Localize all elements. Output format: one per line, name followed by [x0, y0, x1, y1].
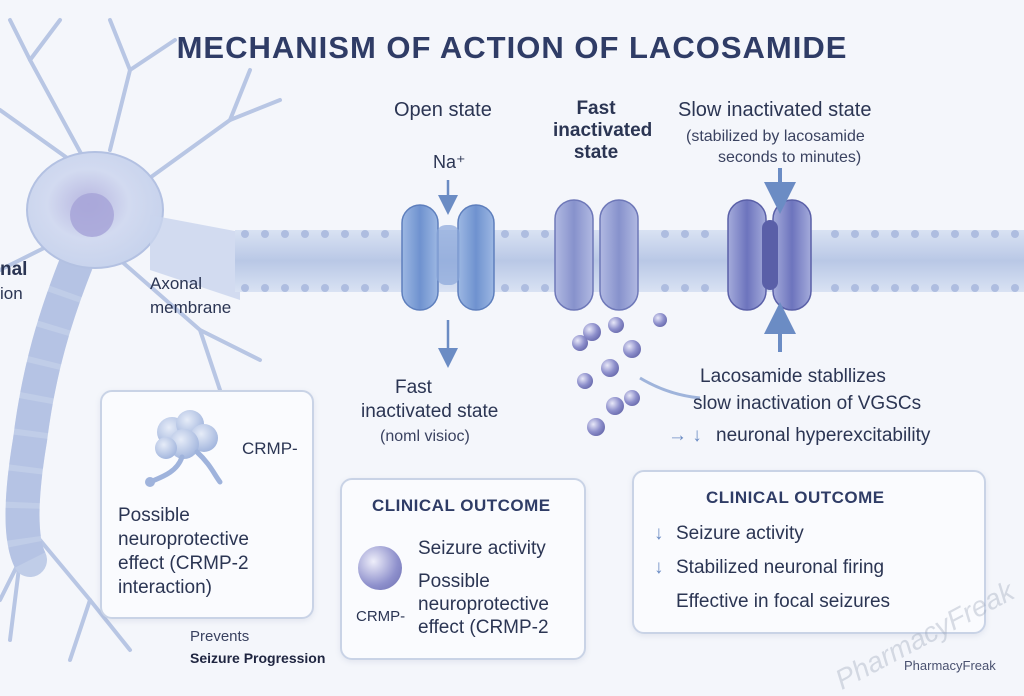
label-fast-line2: inactivated: [553, 120, 653, 141]
prevents-line-2: Seizure Progression: [190, 650, 326, 666]
channel-open: [401, 204, 495, 311]
clinical-right-item-2: Stabilized neuronal firing: [676, 557, 885, 578]
label-open-state: Open state: [394, 99, 492, 121]
crmp-text-2: neuroprotective: [118, 529, 249, 550]
arrow-curve: [639, 376, 701, 400]
clinical-center-item-2c: effect (CRMP-2: [418, 617, 549, 638]
effect-line-2: slow inactivation of VGSCs: [693, 393, 922, 414]
crmp-text-1: Possible: [118, 505, 190, 526]
label-axonal-membrane-1: Axonal: [150, 274, 202, 293]
crmp-protein-icon: [145, 410, 223, 487]
clinical-right-item-1: Seizure activity: [676, 523, 804, 544]
down-arrow-icon: ↓: [654, 557, 664, 578]
effect-line-1: Lacosamide stabllizes: [700, 366, 886, 387]
clinical-outcome-right: CLINICAL OUTCOME ↓ Seizure activity ↓ St…: [632, 470, 986, 634]
clinical-center-crmp-label: CRMP-: [356, 608, 406, 625]
label-sodium-ion: Na⁺: [433, 152, 466, 172]
label-slow-note-1: (stabilized by lacosamide: [686, 128, 865, 145]
label-below-fast-2: inactivated state: [361, 401, 499, 422]
effect-arrow: → ↓: [668, 425, 702, 446]
label-axonal-membrane-2: membrane: [150, 298, 232, 317]
clinical-right-title: CLINICAL OUTCOME: [706, 488, 885, 507]
label-below-fast-1: Fast: [395, 377, 432, 398]
lacosamide-molecule-icon: [358, 546, 402, 590]
membrane-lipid-heads-top: [241, 230, 1019, 238]
label-fast-line3: state: [573, 142, 619, 163]
label-slow-note-2: seconds to minutes): [718, 149, 862, 166]
crmp-text-3: effect (CRMP-2: [118, 553, 249, 574]
channel-fast-inactivated: [554, 199, 639, 311]
clinical-center-item-2a: Possible: [418, 571, 490, 592]
label-fast-line1: Fast: [576, 98, 616, 119]
effect-line-3: neuronal hyperexcitability: [716, 425, 931, 446]
crmp-label: CRMP-: [242, 439, 298, 458]
clinical-center-item-2b: neuroprotective: [418, 594, 549, 615]
axon-to-membrane: [150, 215, 240, 300]
crmp-panel: CRMP- Possible neuroprotective effect (C…: [100, 390, 314, 619]
label-slow-inactivated: Slow inactivated state: [678, 99, 872, 121]
channel-slow-inactivated: [727, 199, 812, 311]
down-arrow-icon: ↓: [654, 523, 664, 544]
label-fast-inactivated: Fast inactivated state: [553, 98, 653, 164]
clinical-center-item-1: Seizure activity: [418, 538, 546, 559]
label-axonal-fragment-2: ion: [0, 284, 23, 303]
lacosamide-particles: [572, 313, 667, 436]
label-axonal-fragment-1: nal: [0, 259, 28, 280]
neuron-nucleus: [70, 193, 114, 237]
membrane-lipid-heads-bottom: [241, 284, 1019, 292]
crmp-text-4: interaction): [118, 577, 212, 598]
prevents-line-1: Prevents: [190, 628, 250, 645]
brand-label: PharmacyFreak: [904, 658, 996, 673]
diagram-title: MECHANISM OF ACTION OF LACOSAMIDE: [176, 30, 848, 65]
label-below-fast-note: (noml visioc): [380, 428, 470, 445]
clinical-outcome-center: CLINICAL OUTCOME Seizure activity Possib…: [340, 478, 586, 660]
clinical-center-title: CLINICAL OUTCOME: [372, 496, 551, 515]
clinical-right-item-3: Effective in focal seizures: [676, 591, 891, 612]
